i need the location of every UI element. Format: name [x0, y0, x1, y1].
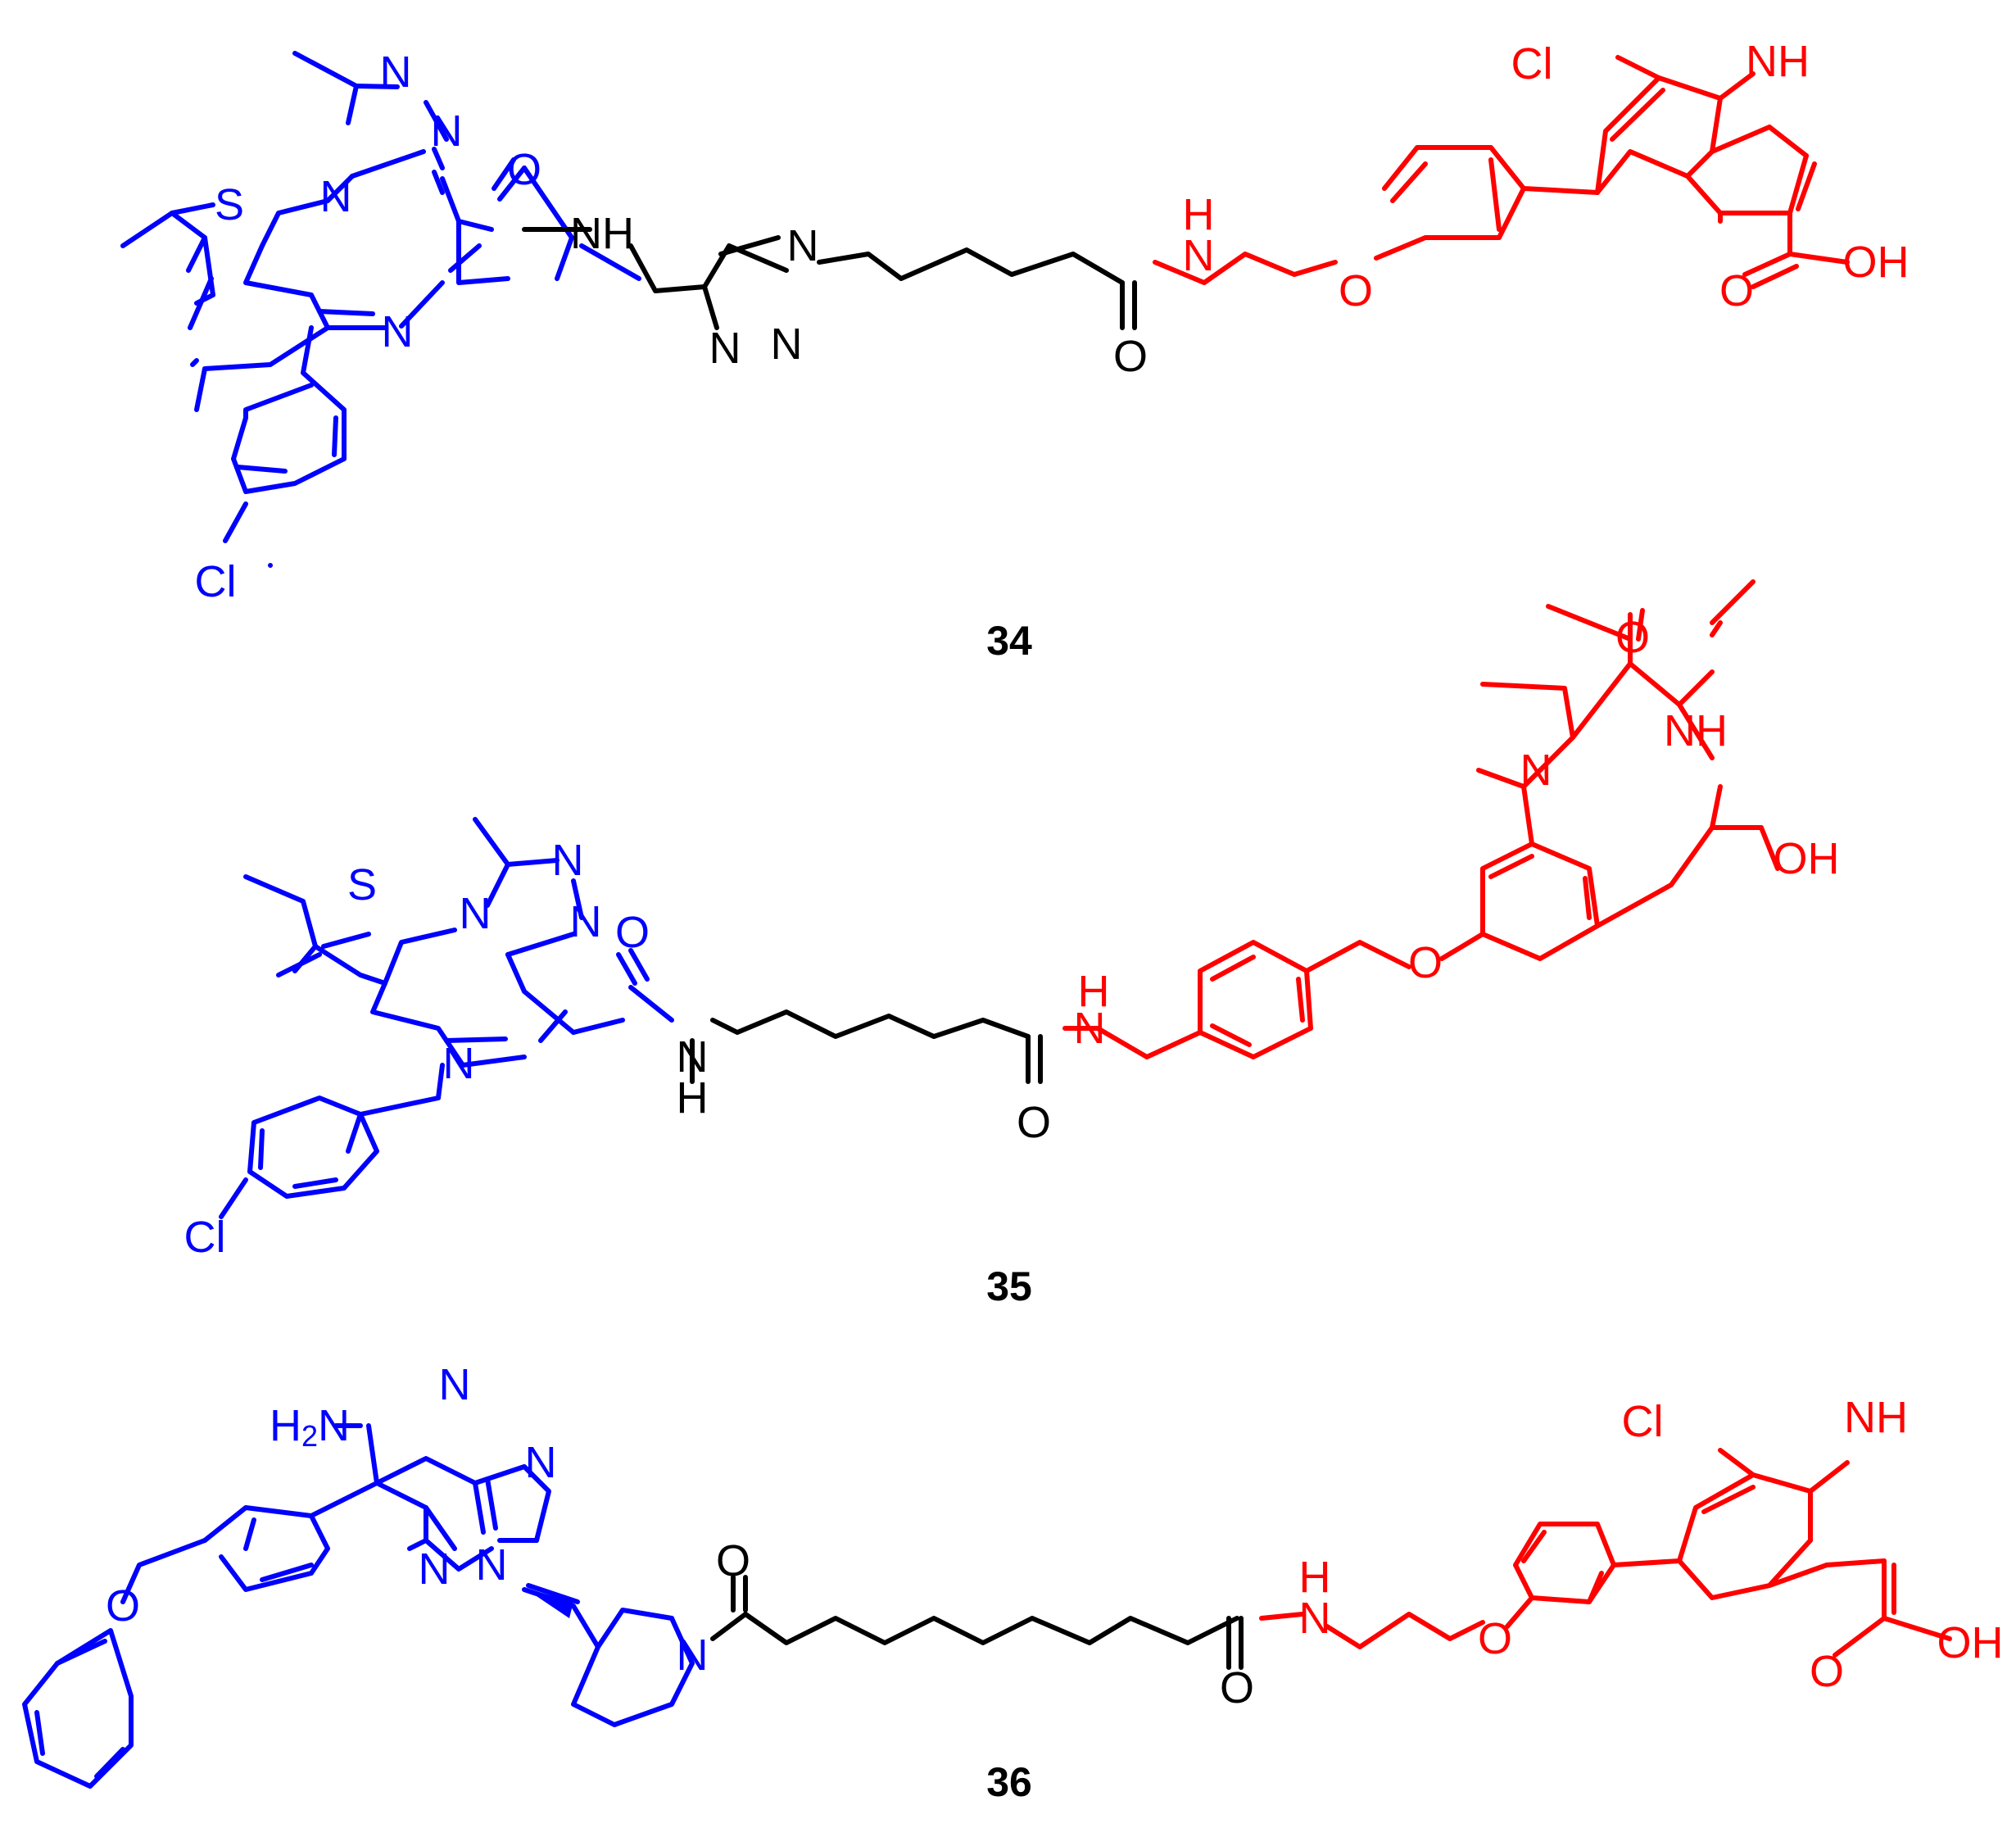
- compound-36-N-amide: N: [1299, 1594, 1331, 1643]
- compound-35-warhead: [1062, 579, 1780, 1059]
- compound-36-NH-indole: NH: [1844, 1393, 1908, 1442]
- compound-35-OH: OH: [1774, 834, 1840, 883]
- compound-36-Cl-top: Cl: [1622, 1397, 1664, 1446]
- compound-36-N-pz2: N: [476, 1540, 508, 1590]
- compound-35-O-ether: O: [1408, 938, 1443, 987]
- compound-35-H-amide1: H: [677, 1073, 709, 1123]
- compound-36-ibrutinib-fragment: [22, 1423, 695, 1789]
- compound-34-O-a: O: [507, 145, 541, 194]
- compound-35-linker: [690, 1009, 1043, 1084]
- compound-36-O-ether: O: [1478, 1614, 1512, 1663]
- compound-36-N-pz1: N: [419, 1545, 451, 1594]
- compound-34-warhead: [1153, 55, 1850, 289]
- compound-34-N-c: N: [320, 172, 352, 221]
- compound-35-NH-ring: NH: [1664, 706, 1728, 755]
- compound-36-warhead: [1259, 1448, 1952, 1658]
- compound-36-O-b: O: [1220, 1663, 1254, 1712]
- compound-36-OH-acid: OH: [1937, 1618, 2004, 1667]
- compound-35-N-a: N: [460, 889, 492, 938]
- compound-35-Cl-aryl: Cl: [184, 1213, 226, 1262]
- compound-35-H-amide2: H: [1078, 967, 1110, 1016]
- compound-35-jq1-fragment: [219, 817, 674, 1219]
- compound-36-number: 36: [986, 1759, 1032, 1805]
- compound-36-H-amide: H: [1299, 1553, 1331, 1602]
- compound-36-linker: [710, 1575, 1244, 1670]
- compound-35-number: 35: [986, 1263, 1032, 1309]
- compound-36-O-phen: O: [106, 1581, 140, 1631]
- compound-34-N-tri1: N: [787, 221, 819, 270]
- compound-34-O-acid: O: [1719, 266, 1754, 315]
- compound-34-N-tri2: N: [771, 320, 803, 369]
- compound-34-N-a: N: [380, 48, 412, 97]
- compound-36-H2N: H2N: [270, 1401, 350, 1453]
- compound-35-O-ring: O: [1615, 613, 1650, 662]
- compound-35-N-amide1: N: [677, 1032, 709, 1082]
- compound-36: N H2N N O N N N O O: [22, 1360, 2004, 1805]
- compound-35-O-a: O: [615, 908, 650, 957]
- compound-34-OH-acid: OH: [1843, 238, 1910, 287]
- compound-36-O-acid: O: [1810, 1647, 1844, 1696]
- compound-34-linker: [522, 227, 1137, 330]
- compound-34-Cl-top: Cl: [1511, 39, 1553, 88]
- compound-35-N-me: N: [1520, 746, 1552, 795]
- compound-35-N-d: N: [443, 1039, 475, 1088]
- compound-34-N-d: N: [382, 307, 414, 356]
- compound-34-number: 34: [986, 618, 1032, 664]
- compound-35-N-b: N: [552, 836, 584, 885]
- compound-34-O-ether: O: [1339, 266, 1373, 315]
- compound-36-N-pip: N: [677, 1631, 709, 1680]
- compound-34-S: S: [215, 180, 244, 229]
- compound-36-N-pyr2: N: [525, 1438, 557, 1487]
- compound-34: N N S N N O Cl NH N N N O: [120, 37, 1910, 664]
- compound-34-NH-a: NH: [570, 209, 634, 258]
- compound-35-N-amide2: N: [1074, 1004, 1106, 1053]
- compound-35-O-b: O: [1017, 1098, 1051, 1147]
- compound-34-O-b: O: [1113, 332, 1148, 381]
- compound-36-N-pyr1: N: [439, 1360, 471, 1409]
- compound-34-H-amide: H: [1183, 190, 1215, 239]
- compound-34-N-tri3: N: [709, 324, 741, 373]
- compound-35-S: S: [347, 860, 377, 909]
- compound-34-NH-indole: NH: [1746, 37, 1810, 86]
- compound-34-N-amide: N: [1183, 231, 1215, 280]
- compound-34-Cl-aryl: Cl: [195, 557, 237, 606]
- compound-35-N-c: N: [570, 897, 602, 946]
- compound-36-O-a: O: [716, 1536, 750, 1585]
- compound-34-jq1-fragment: [120, 51, 641, 568]
- compound-36-wedge-bond: [524, 1588, 573, 1618]
- compound-35: S N N N O N Cl N H O: [184, 579, 1840, 1309]
- compound-34-N-b: N: [431, 107, 463, 156]
